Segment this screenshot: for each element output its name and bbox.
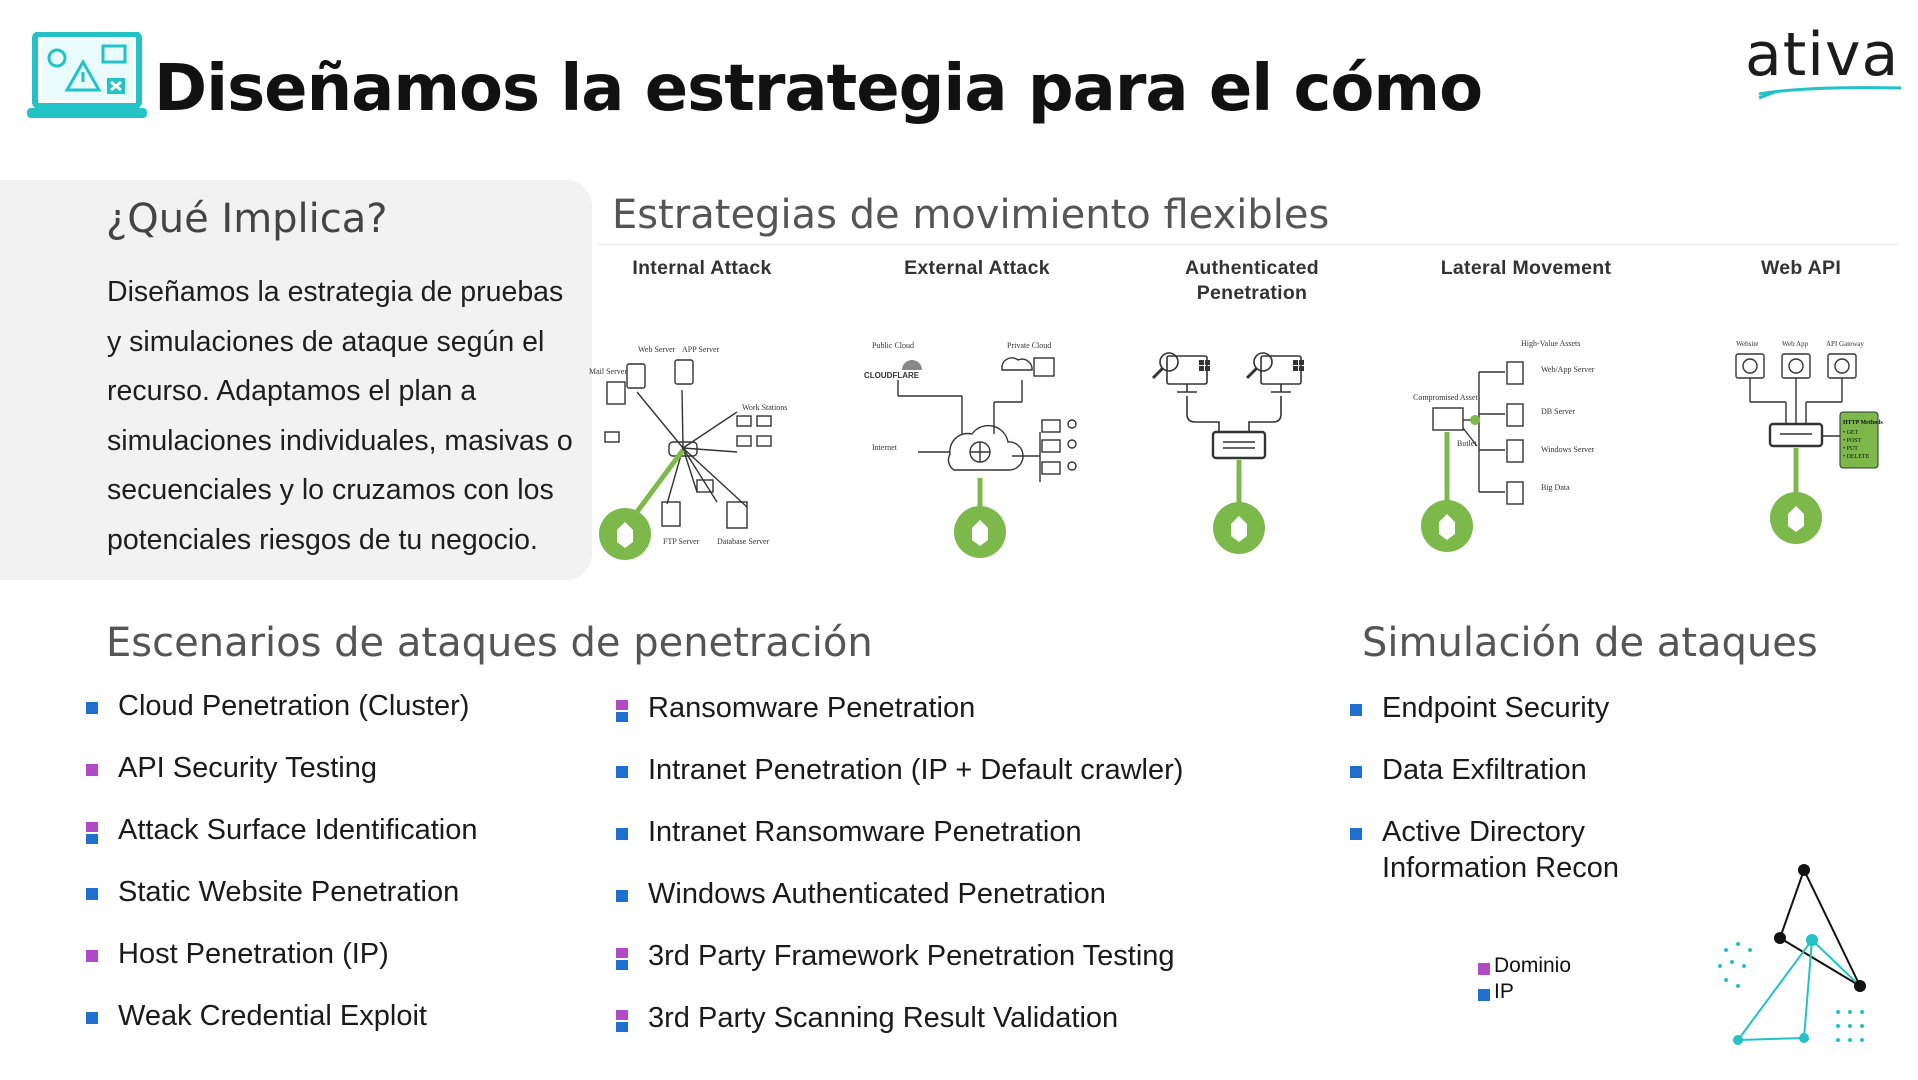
list-item-text: Host Penetration (IP) [118,938,389,970]
list-item-text: Cloud Penetration (Cluster) [118,690,470,722]
bullet-icon [616,948,628,970]
list-item-text: Active Directory [1382,816,1586,848]
diagram-label: APP Server [682,345,720,354]
escenarios-title: Escenarios de ataques de penetración [106,620,873,666]
diagram-label: • DELETE [1843,454,1870,460]
list-item-text: Information Recon [1382,852,1619,884]
legend-label: Dominio [1494,954,1572,977]
diagram-label: Database Server [717,537,770,546]
strategy-label: Internal Attack [632,257,772,279]
diagram-label: Website [1736,340,1758,348]
implica-body: Diseñamos la estrategia de pruebas y sim… [107,276,573,556]
implica-title: ¿Qué Implica? [106,196,388,242]
legend: Dominio IP [1478,954,1571,1006]
diagram-label: Work Stations [742,403,787,412]
bullet-icon [1350,766,1362,778]
lateral-movement-diagram: High-Value Assets Web/App Server DB Serv… [1413,339,1595,552]
diagram-label: • POST [1843,438,1862,444]
list-item-text: Endpoint Security [1382,692,1610,724]
bullet-icon [86,764,98,776]
legend-swatch-icon [1478,989,1490,1001]
estrategias-title: Estrategias de movimiento flexibles [612,192,1330,238]
bullet-icon [1350,704,1362,716]
bullet-icon [616,766,628,778]
diagram-label: Web App [1782,340,1809,348]
strategy-label: External Attack [904,257,1050,279]
internal-attack-diagram: Web Server APP Server Mail Server Work S… [589,345,787,560]
strategy-label: Web API [1760,257,1842,279]
diagram-label: Mail Server [589,367,627,376]
network-decoration-icon [1718,864,1866,1045]
diagram-label: Botlet [1457,439,1477,448]
legend-swatch-icon [1478,963,1490,975]
list-item-text: API Security Testing [118,752,377,784]
strategy-web-api: Web API Website Web App API Gateway HTTP… [1686,256,1916,544]
list-item-text: Windows Authenticated Penetration [648,878,1106,910]
list-item-text: 3rd Party Scanning Result Validation [648,1002,1119,1034]
bullet-icon [86,702,98,714]
diagram-label: HTTP Methods [1843,420,1884,426]
list-item-text: Data Exfiltration [1382,754,1587,786]
diagram-label: Internet [872,443,898,452]
logo-text: ativa [1745,20,1900,90]
strategy-external-attack: External Attack Public Cloud Private Clo… [862,256,1092,558]
bullet-icon [86,950,98,962]
strategy-internal-attack: Internal Attack Web Server APP Server [587,256,817,560]
diagram-label: Big Data [1541,483,1570,492]
legend-item: Dominio [1478,954,1571,980]
ativa-logo: ativa [1745,20,1905,100]
page-title: Diseñamos la estrategia para el cómo [154,52,1483,126]
diagram-label: DB Server [1541,407,1575,416]
strategy-lateral-movement: Lateral Movement High-Value Assets Web/A… [1411,256,1641,552]
diagram-label: • GET [1843,430,1859,436]
list-item-text: Weak Credential Exploit [118,1000,427,1032]
diagram-label: Windows Server [1541,445,1595,454]
strategy-label: Authenticated Penetration [1185,257,1319,304]
list-item-text: Ransomware Penetration [648,692,976,724]
bullet-icon [616,890,628,902]
list-item-text: 3rd Party Framework Penetration Testing [648,940,1175,972]
bullet-icon [616,700,628,722]
diagram-label: • PUT [1843,446,1858,452]
diagram-label: API Gateway [1826,340,1864,348]
diagram-label: Web/App Server [1541,365,1595,374]
bullet-icon [616,828,628,840]
external-attack-diagram: Public Cloud Private Cloud CLOUDFLARE In… [864,341,1077,558]
bullet-icon [86,1012,98,1024]
strategy-authenticated-penetration: Authenticated Penetration [1137,256,1367,554]
diagram-label: Compromised Asset [1413,393,1478,402]
diagram-label: Web Server [638,345,676,354]
bullet-icon [616,1010,628,1032]
legend-label: IP [1494,980,1514,1003]
authenticated-penetration-diagram [1151,352,1304,554]
list-item-text: Attack Surface Identification [118,814,478,846]
diagram-label: Public Cloud [872,341,914,350]
diagram-label: High-Value Assets [1521,339,1580,348]
list-item-text: Intranet Ransomware Penetration [648,816,1082,848]
diagram-label: Private Cloud [1007,341,1051,350]
list-item-text: Static Website Penetration [118,876,460,908]
monitor-security-icon [27,32,147,118]
diagram-label: FTP Server [663,537,700,546]
bullet-icon [1350,828,1362,840]
divider [598,244,1898,245]
logo-swoosh-icon [1758,86,1902,100]
simulacion-title: Simulación de ataques [1362,620,1818,666]
list-item-text: Intranet Penetration (IP + Default crawl… [648,754,1184,786]
implica-panel [0,180,592,580]
bullet-icon [86,888,98,900]
web-api-diagram: Website Web App API Gateway HTTP Methods… [1735,340,1884,544]
bullet-icon [86,822,98,844]
legend-item: IP [1478,980,1571,1006]
strategy-label: Lateral Movement [1440,257,1612,279]
diagram-label: CLOUDFLARE [864,371,920,380]
